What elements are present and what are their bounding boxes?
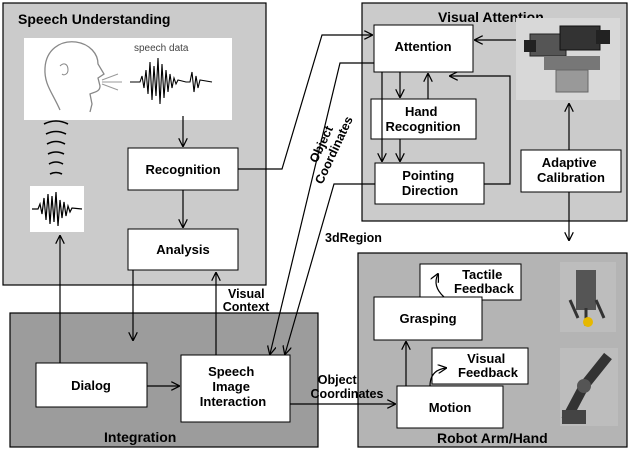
panel-title-speech: Speech Understanding [18,11,170,27]
motion-box [396,385,504,429]
dialog-box [35,362,148,408]
motion-label: Motion [429,400,472,415]
speech-data-label: speech data [134,43,189,54]
stereo-camera-head-image [516,18,620,100]
object-coordinates-horizontal-label: Object Coordinates [311,373,384,401]
visual-feedback-label: Visual Feedback [458,351,519,380]
analysis-label: Analysis [156,242,209,257]
object-coordinates-diagonal-label: Object Coordinates [307,114,356,186]
visual-feedback-box [431,347,529,385]
arrow-attention-to-sii [270,62,374,354]
tactile-feedback-label: Tactile Feedback [454,267,515,296]
speech-waveform-bottom [32,191,83,227]
visual-context-label: Visual Context [223,287,270,314]
arrow-recognition-to-attention [238,35,372,170]
analysis-box [127,228,239,271]
adaptive-calibration-label: Adaptive Calibration [537,155,605,185]
pointing-direction-box [374,162,485,205]
speech-image-interaction-box [180,354,291,423]
region-3d-label: 3dRegion [325,231,382,245]
robot-hand-image [560,262,616,332]
adaptive-calibration-box [520,149,622,193]
grasping-label: Grasping [399,311,456,326]
panel-title-integration: Integration [104,429,176,445]
grasping-box [373,296,483,341]
panel-title-robot: Robot Arm/Hand [437,430,548,446]
dialog-label: Dialog [71,378,111,393]
recognition-box [127,147,239,191]
arrow-motion-to-visual-feedback [429,368,446,387]
attention-label: Attention [394,39,451,54]
speech-image-interaction-label: Speech Image Interaction [200,364,267,409]
speaker-illustration: speech data [24,38,232,120]
arrow-pointing-to-attention [450,76,511,185]
recognition-label: Recognition [145,162,220,177]
arrow-grasping-to-tactile [436,274,445,298]
hand-recognition-label: Hand Recognition [385,104,460,134]
robot-arm-image [560,348,618,426]
ear-sound-waves [43,120,69,175]
attention-box [373,24,474,73]
arrow-pointing-to-sii [285,183,375,354]
hand-recognition-box [370,98,477,140]
pointing-direction-label: Pointing Direction [402,168,458,198]
speech-waveform-top [130,57,213,105]
